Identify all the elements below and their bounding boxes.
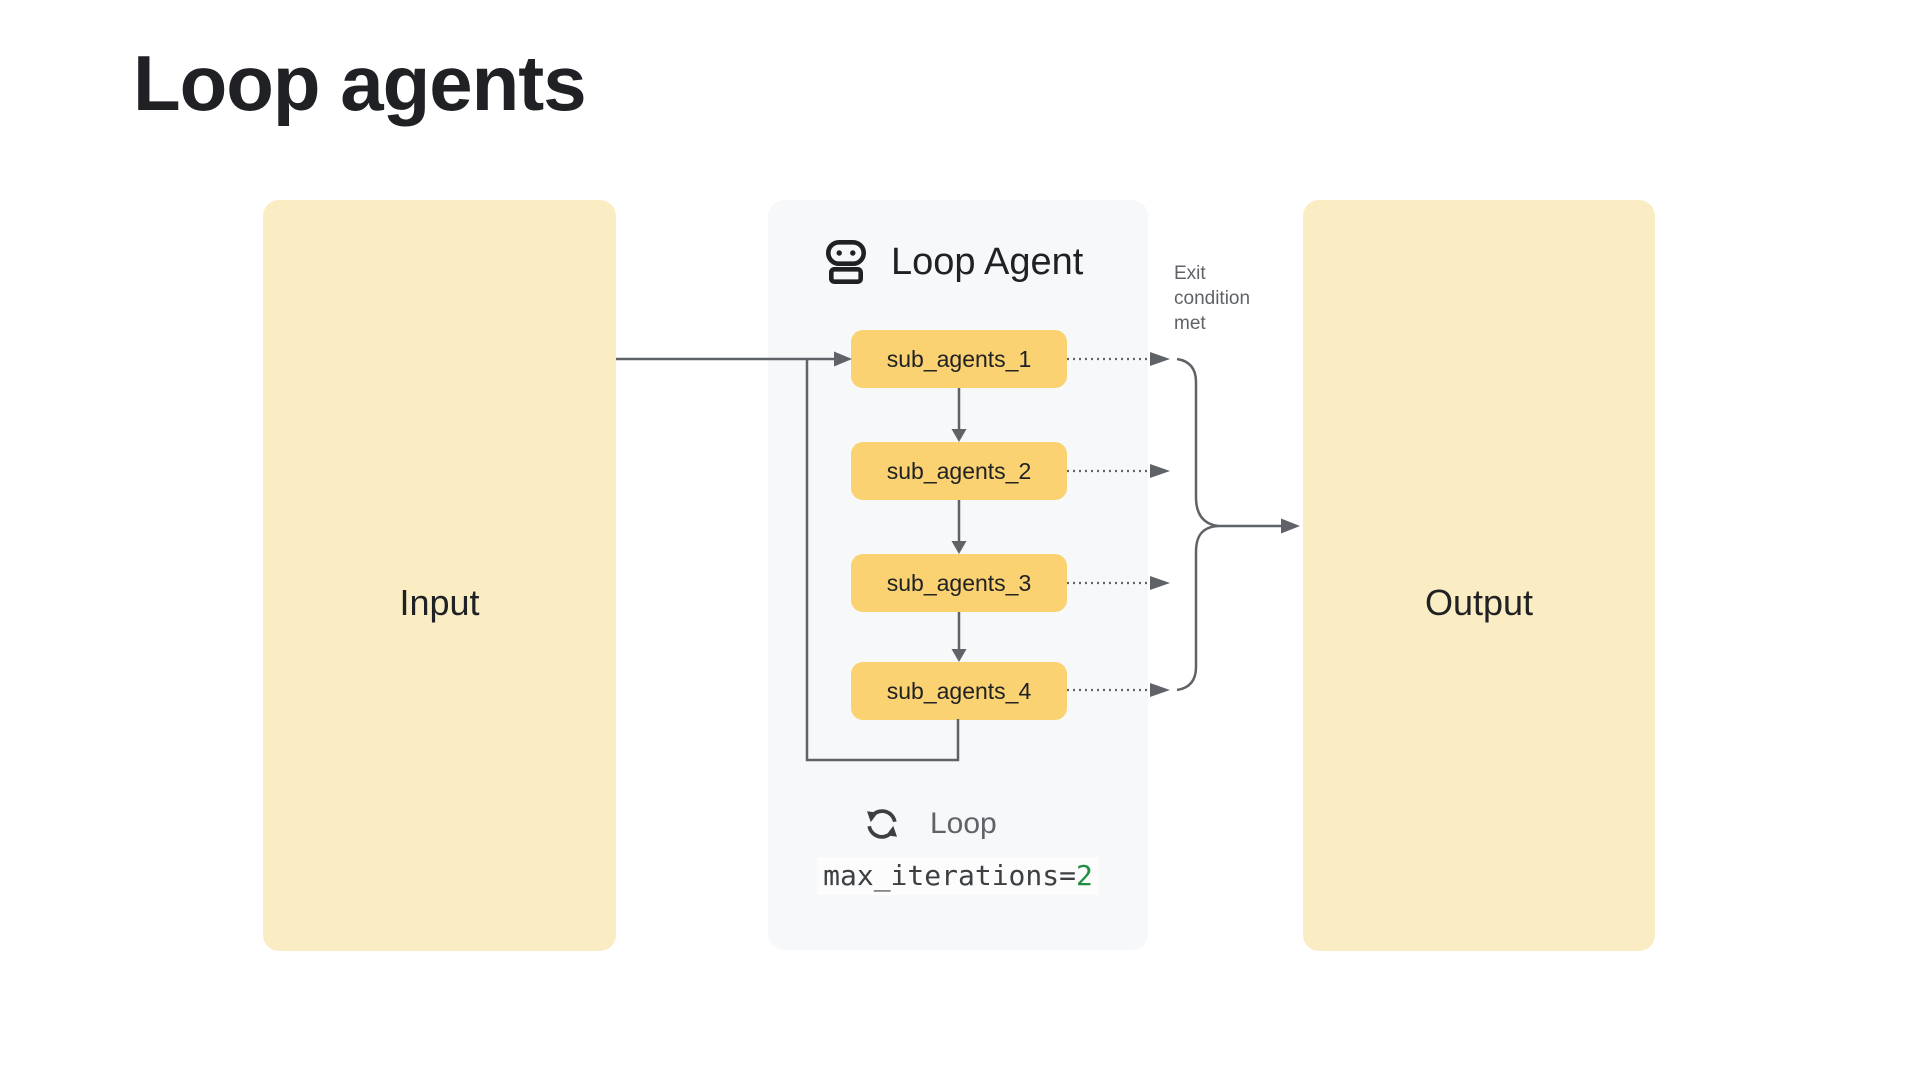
code-value: 2 <box>1076 859 1093 892</box>
loop-refresh-icon <box>867 809 897 839</box>
loop-agent-header: Loop Agent <box>826 240 1083 284</box>
output-arrowhead <box>1281 518 1300 534</box>
output-box: Output <box>1303 200 1655 951</box>
loop-footer: Loop <box>864 806 997 842</box>
sub-agent-box: sub_agents_4 <box>851 662 1067 720</box>
max-iterations-code: max_iterations=2 <box>817 857 1099 895</box>
input-label: Input <box>399 582 480 623</box>
sub-agent-label: sub_agents_1 <box>886 345 1032 372</box>
input-box: Input <box>263 200 616 951</box>
sub-agent-box: sub_agents_3 <box>851 554 1067 612</box>
loop-agent-panel: Loop Agent sub_agents_1 sub_agents_2 sub… <box>768 200 1148 950</box>
output-label: Output <box>1424 582 1534 623</box>
robot-icon <box>826 240 866 284</box>
loop-agent-title: Loop Agent <box>891 240 1084 283</box>
exit-condition-label: Exit condition met <box>1174 263 1251 334</box>
exit-bracket <box>1176 357 1300 692</box>
code-text: max_iterations= <box>823 859 1076 892</box>
sub-agent-label: sub_agents_2 <box>886 457 1032 484</box>
sub-agent-box: sub_agents_1 <box>851 330 1067 388</box>
sub-agent-box: sub_agents_2 <box>851 442 1067 500</box>
sub-agent-label: sub_agents_4 <box>886 677 1032 704</box>
loop-label: Loop <box>930 807 997 840</box>
sub-agent-label: sub_agents_3 <box>886 569 1032 596</box>
page-title: Loop agents <box>133 39 587 127</box>
